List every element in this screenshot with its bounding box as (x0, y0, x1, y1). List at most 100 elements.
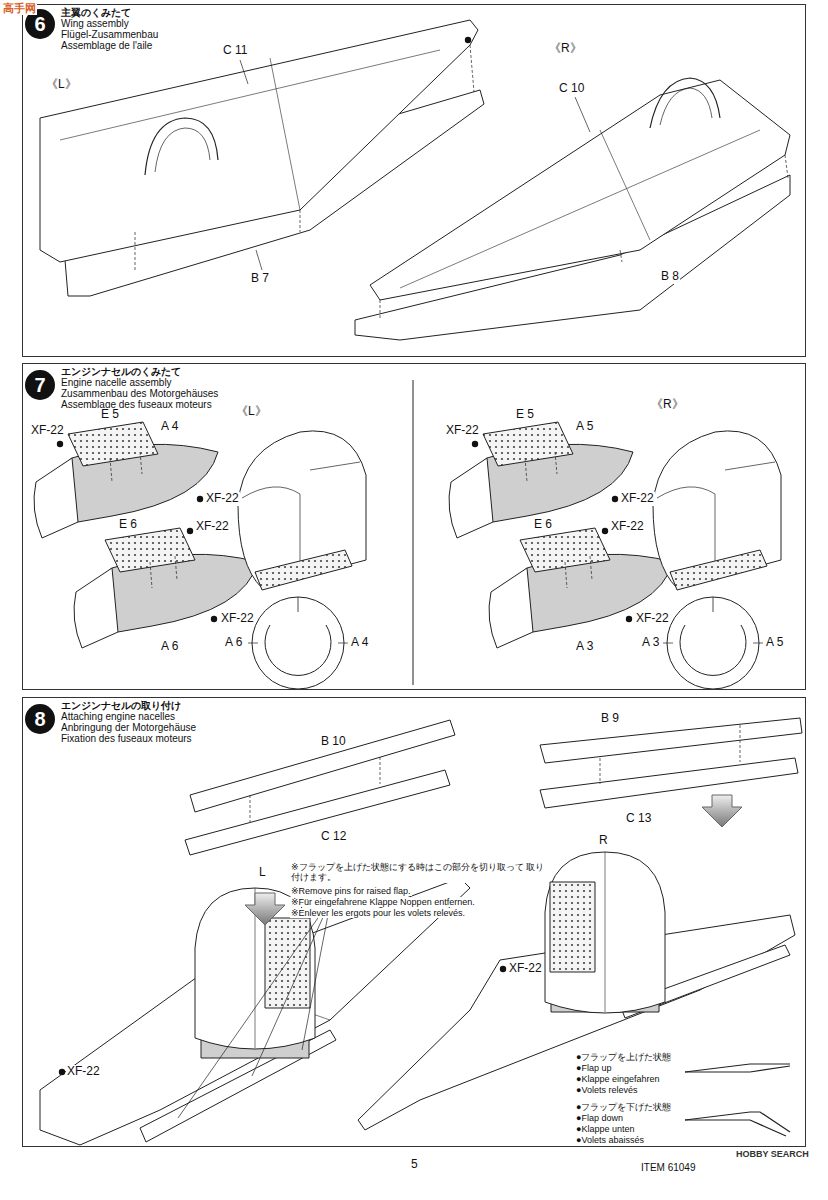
part-label: A 6 (160, 640, 179, 654)
panel-line (60, 50, 440, 140)
legend-text: ●Volets relevés (575, 1085, 638, 1095)
leader-line (575, 97, 590, 132)
flap-up-sketch (685, 1064, 790, 1072)
assembly-guide (590, 556, 592, 580)
part-label: E 6 (118, 518, 138, 532)
step-number-text: 6 (34, 14, 45, 34)
part-label: XF-22 (445, 424, 480, 438)
radiator-part (105, 528, 195, 572)
right-nacelle-art (449, 422, 781, 689)
paint-marker (626, 616, 632, 622)
part-label: XF-22 (610, 520, 645, 534)
part-label: XF-22 (30, 424, 65, 438)
assembly-guide (140, 452, 142, 474)
step-title: Assemblage de l'aile (61, 40, 152, 51)
radiator-part (68, 422, 158, 466)
paint-marker (59, 1069, 65, 1075)
front-view-ring (265, 625, 331, 675)
direction-arrow (702, 795, 742, 827)
upper-wing-part (370, 80, 790, 300)
front-view (667, 597, 759, 689)
legend-text: ●Klappe unten (575, 1124, 635, 1134)
step-number-text: 8 (34, 709, 45, 729)
part-label: E 5 (515, 408, 535, 422)
assembly-guide (620, 250, 622, 262)
radiator-part (550, 882, 595, 972)
assembly-guide (300, 210, 301, 232)
assembly-guide (740, 725, 741, 762)
part-label: XF-22 (195, 520, 230, 534)
legend-text: ●Flap up (575, 1063, 612, 1073)
nacelle-cowl (489, 568, 533, 648)
radiator-part (255, 550, 352, 590)
part-label: XF-22 (620, 492, 655, 506)
step-title: 主翼のくみたて (61, 7, 131, 18)
legend-text: ●フラップを上げた状態 (575, 1052, 672, 1062)
note: ※フラップを上げた状態にする時はこの部分を切り取って 取り付けます。 (290, 862, 547, 883)
part-label: R (598, 834, 609, 848)
part-label: B 10 (320, 735, 347, 749)
leader-line (178, 915, 320, 1118)
paint-marker (500, 966, 506, 972)
step-panel: 6主翼のくみたてWing assemblyFlügel-ZusammenbauA… (22, 4, 806, 357)
nacelle-cowl (74, 568, 118, 648)
nacelle-cutout (145, 118, 218, 175)
note: ※Enlever les ergots pour les volets rele… (290, 908, 466, 918)
flap-part (540, 758, 798, 808)
flap-down-sketch (685, 1112, 790, 1132)
attach-art (40, 718, 802, 1145)
step-title: エンジンナセルの取り付け (61, 700, 181, 711)
leader-line (256, 250, 262, 270)
nacelle-cutout (660, 88, 712, 125)
nacelle-cutout (650, 78, 720, 128)
wing-assembly-art (40, 20, 790, 340)
panel-line (270, 58, 300, 210)
step-title: Zusammenbau des Motorgehäuses (61, 388, 218, 399)
part-label: E 6 (533, 518, 553, 532)
step-title: Attaching engine nacelles (61, 711, 175, 722)
watermark: 高手网 (2, 2, 37, 15)
part-label: A 4 (350, 636, 369, 650)
nacelle-cutout (155, 128, 210, 172)
legend-text: ●フラップを下げた状態 (575, 1102, 672, 1112)
step-title: Engine nacelle assembly (61, 377, 172, 388)
panel-line (600, 130, 650, 240)
assembly-guide (150, 562, 152, 588)
part-label: B 8 (660, 270, 680, 284)
radiator-part (520, 528, 610, 572)
nacelle-cowl (449, 458, 493, 538)
part-label: B 9 (600, 712, 620, 726)
assembly-guide (380, 757, 381, 784)
leader-line (240, 60, 248, 84)
assembly-guide (250, 795, 251, 822)
assembly-guide (380, 300, 381, 318)
step-panel: 7エンジンナセルのくみたてEngine nacelle assemblyZusa… (22, 363, 806, 690)
leader-line (248, 643, 258, 644)
step-title: Anbringung der Motorgehäuse (61, 722, 196, 733)
assembly-guide (470, 45, 474, 92)
panel-line (310, 462, 360, 470)
panel-line (713, 597, 714, 612)
flap-part (540, 718, 802, 763)
legend-text: ●Flap down (575, 1113, 624, 1123)
step-number: 8 (25, 704, 55, 734)
step-number-text: 7 (34, 375, 45, 395)
note: ※Remove pins for raised flap. (290, 886, 412, 896)
nacelle (545, 852, 665, 1013)
part-label: L (258, 866, 267, 880)
step-title: Wing assembly (61, 18, 129, 29)
flap-part (190, 720, 455, 812)
part-label: A 3 (575, 640, 594, 654)
left-nacelle-art (34, 422, 366, 689)
part-label: C 13 (625, 812, 652, 826)
part-label: 《R》 (650, 398, 685, 412)
part-label: 《L》 (45, 78, 78, 92)
flap-part (185, 770, 450, 855)
part-label: 《R》 (548, 42, 583, 56)
leader-line (302, 915, 328, 1050)
part-label: A 6 (224, 636, 243, 650)
panel-line (400, 130, 760, 288)
panel-line (298, 597, 299, 612)
upper-wing-part (40, 20, 478, 262)
part-label: XF-22 (635, 612, 670, 626)
